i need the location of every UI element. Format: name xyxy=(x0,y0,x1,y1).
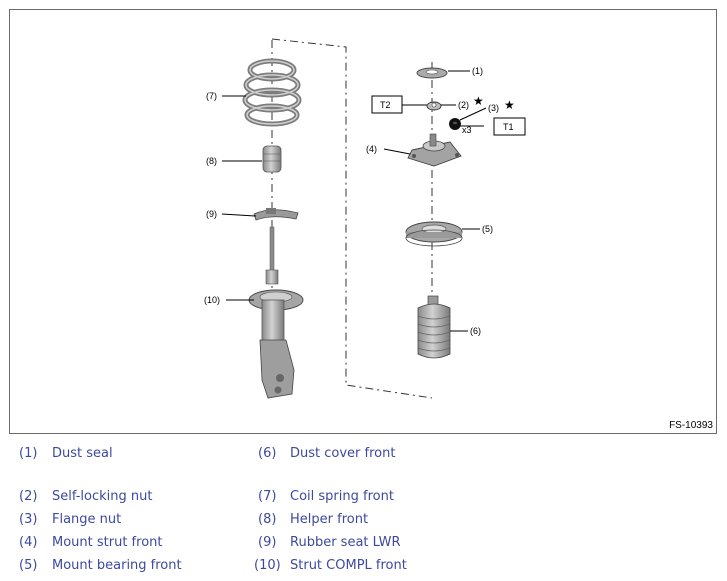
legend-num: (9) xyxy=(258,535,277,550)
self-locking-nut-part xyxy=(426,101,442,111)
torque-tag-t2: T2 xyxy=(371,95,403,114)
callout-10: (10) xyxy=(204,295,220,305)
legend-label: Dust cover front xyxy=(290,446,396,461)
legend-num: (3) xyxy=(19,512,38,527)
parts-legend: (1) Dust seal (2) Self-locking nut (3) F… xyxy=(0,441,727,581)
callout-9: (9) xyxy=(206,209,217,219)
legend-num: (8) xyxy=(258,512,277,527)
callout-8: (8) xyxy=(206,156,217,166)
callout-leaders xyxy=(221,70,487,332)
callout-5: (5) xyxy=(482,224,493,234)
exploded-diagram: (7) (8) (9) (10) (1) (2) (3) (4) (5) (6)… xyxy=(9,9,717,434)
legend-label: Dust seal xyxy=(52,446,113,461)
torque-tag-t1: T1 xyxy=(493,117,526,136)
legend-label: Flange nut xyxy=(52,512,122,527)
strut-part xyxy=(248,226,304,399)
rubber-seat-part xyxy=(253,208,299,221)
legend-label: Mount bearing front xyxy=(52,558,182,573)
callout-1: (1) xyxy=(472,66,483,76)
diagram-canvas: (7) (8) (9) (10) (1) (2) (3) (4) (5) (6)… xyxy=(204,38,526,399)
legend-num: (5) xyxy=(19,558,38,573)
legend-num: (6) xyxy=(258,446,277,461)
legend-num: (2) xyxy=(19,489,38,504)
torque-tag-t1-label: T1 xyxy=(503,122,514,132)
legend-label: Self-locking nut xyxy=(52,489,153,504)
dust-seal-part xyxy=(416,67,448,79)
legend-label: Helper front xyxy=(290,512,369,527)
mount-strut-part xyxy=(407,133,462,167)
callout-2: (2) xyxy=(458,100,469,110)
callout-7: (7) xyxy=(206,91,217,101)
callout-3: (3) xyxy=(488,103,499,113)
star-mark-2: ★ xyxy=(473,94,484,108)
legend-num: (4) xyxy=(19,535,38,550)
torque-tag-t2-label: T2 xyxy=(380,100,391,110)
star-mark-3: ★ xyxy=(504,98,515,112)
legend-num: (10) xyxy=(254,558,281,573)
legend-label: Rubber seat LWR xyxy=(290,535,401,550)
flange-nut-part xyxy=(449,118,461,130)
figure-id: FS-10393 xyxy=(669,420,713,431)
helper-part xyxy=(262,145,282,173)
legend-label: Mount strut front xyxy=(52,535,163,550)
legend-label: Coil spring front xyxy=(290,489,394,504)
legend-num: (7) xyxy=(258,489,277,504)
mount-bearing-part xyxy=(405,221,463,247)
dust-cover-part xyxy=(417,295,451,359)
quantity-label: x3 xyxy=(462,125,472,135)
legend-label: Strut COMPL front xyxy=(290,558,407,573)
callout-6: (6) xyxy=(470,326,481,336)
legend-num: (1) xyxy=(19,446,38,461)
callout-4: (4) xyxy=(366,144,377,154)
